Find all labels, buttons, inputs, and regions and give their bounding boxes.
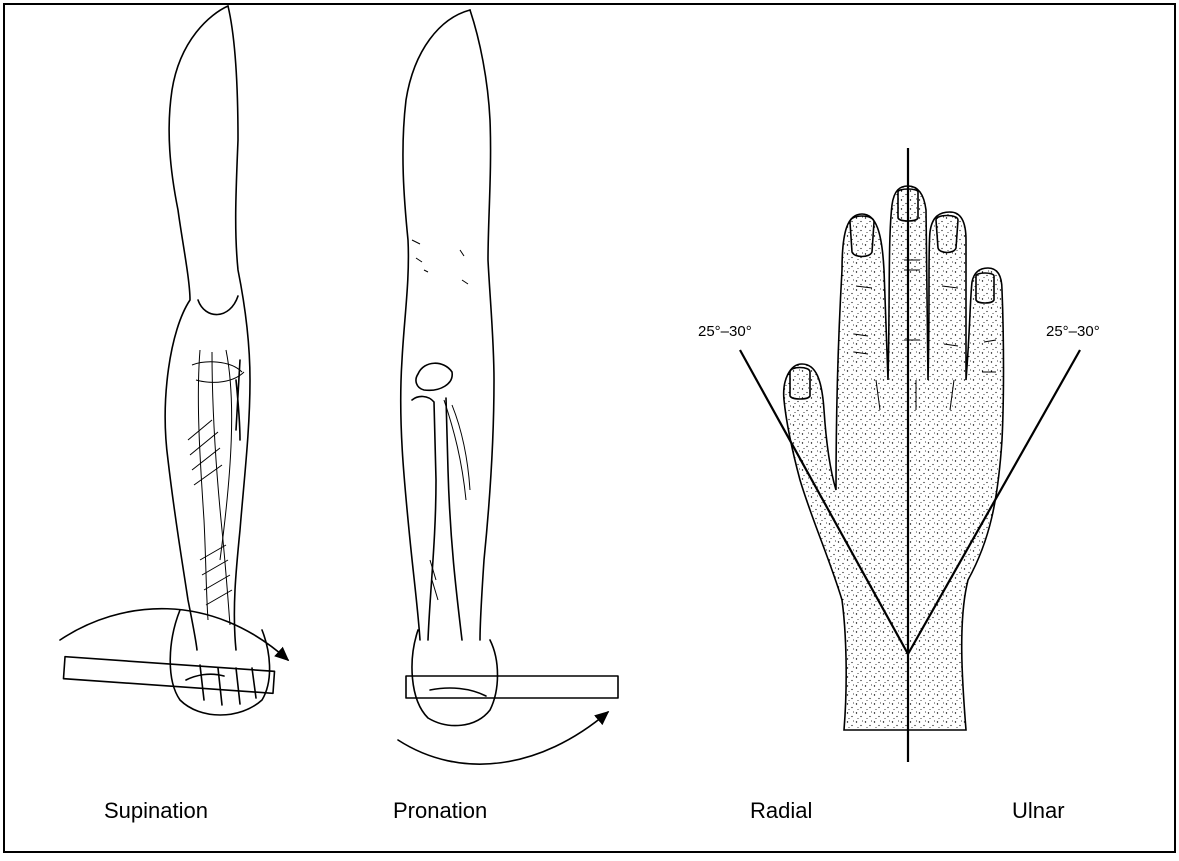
supination-rotation-arrow-icon	[60, 609, 288, 660]
pronation-rotation-arrow-icon	[398, 712, 608, 764]
ulnar-angle-label: 25°–30°	[1046, 323, 1100, 340]
ulnar-caption: Ulnar	[1012, 798, 1065, 824]
pronation-caption: Pronation	[393, 798, 487, 824]
radial-angle-label: 25°–30°	[698, 323, 752, 340]
supination-arm-illustration	[60, 6, 288, 715]
hand-outline	[784, 186, 1004, 730]
supination-caption: Supination	[104, 798, 208, 824]
radial-caption: Radial	[750, 798, 812, 824]
hand-illustration	[784, 186, 1004, 730]
pronation-arm-illustration	[398, 10, 618, 764]
